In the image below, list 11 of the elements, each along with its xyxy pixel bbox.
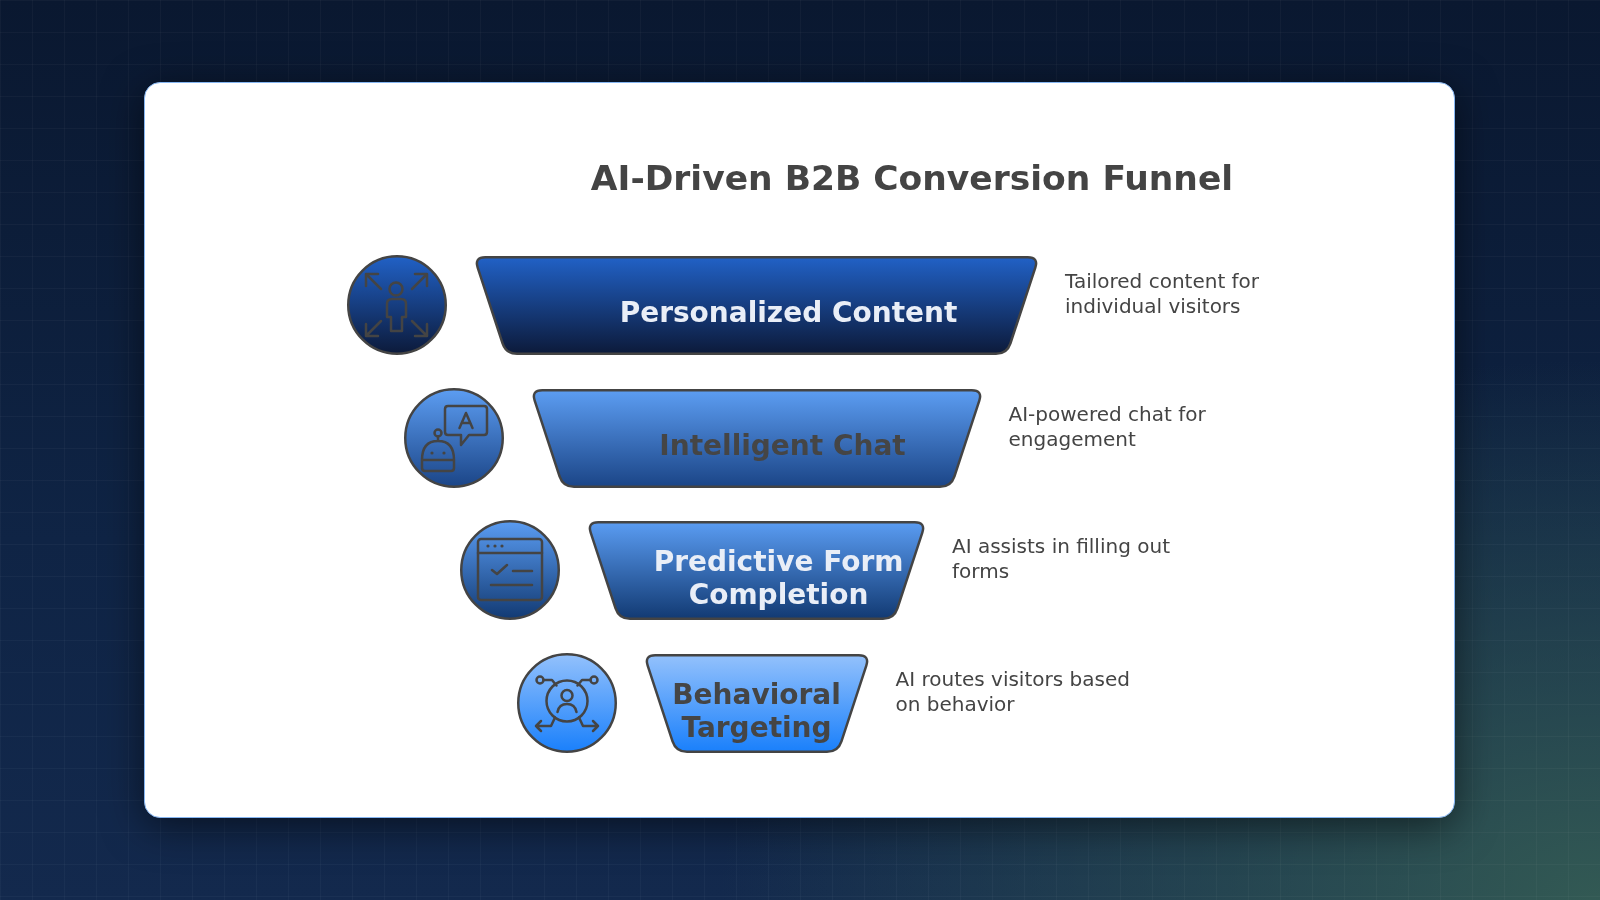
stage-label: Personalized Content bbox=[619, 295, 958, 329]
stage-description: AI assists in filling out forms bbox=[952, 534, 1171, 585]
funnel-stage bbox=[473, 256, 1040, 355]
stage-description: AI routes visitors based on behavior bbox=[895, 667, 1131, 718]
stage-label: Predictive Form Completion bbox=[652, 544, 905, 611]
diagram-title: AI-Driven B2B Conversion Funnel bbox=[590, 158, 1234, 198]
stage-description: Tailored content for individual visitors bbox=[1065, 269, 1261, 319]
stage-label: Behavioral Targeting bbox=[671, 677, 842, 744]
stage-description: AI-powered chat for engagement bbox=[1008, 401, 1207, 452]
stage-label: Intelligent Chat bbox=[659, 428, 906, 462]
funnel-stage bbox=[586, 521, 927, 621]
